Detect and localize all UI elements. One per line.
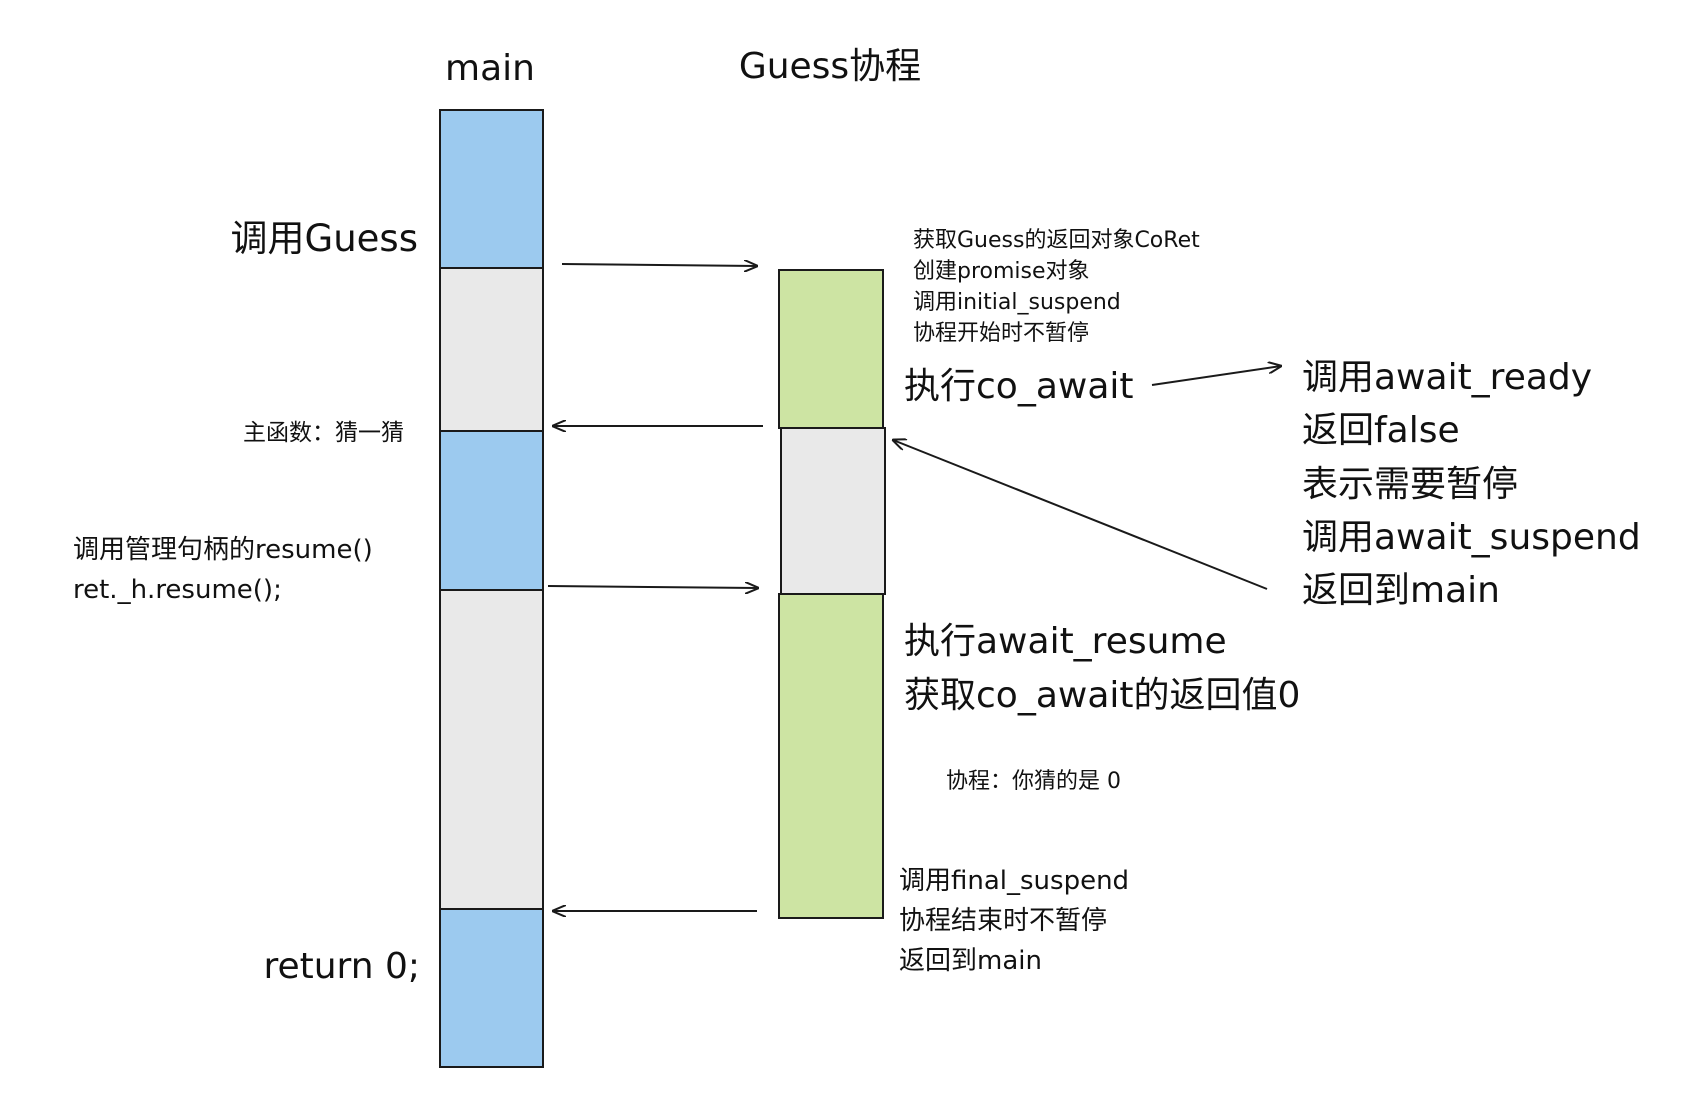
- label-create-2: 创建promise对象: [913, 259, 1090, 284]
- arrow-call-guess: [561, 264, 757, 266]
- arrow-resume: [547, 586, 758, 588]
- main-segment-3: [439, 430, 544, 591]
- label-resume-line2: ret._h.resume();: [73, 575, 282, 605]
- label-final-2: 协程结束时不暂停: [899, 906, 1107, 936]
- label-exec-resume-2: 获取co_await的返回值0: [904, 675, 1300, 716]
- label-main-guess: 主函数：猜一猜: [243, 420, 404, 446]
- label-await-step-1: 调用await_ready: [1302, 357, 1592, 398]
- label-call-guess: 调用Guess: [231, 217, 418, 260]
- main-segment-1: [439, 109, 544, 269]
- label-await-step-2: 返回false: [1302, 410, 1460, 451]
- label-await-step-5: 返回到main: [1302, 570, 1500, 611]
- coroutine-segment-1: [778, 269, 884, 429]
- main-segment-5: [439, 908, 544, 1068]
- label-exec-resume-1: 执行await_resume: [904, 621, 1227, 662]
- main-segment-2: [439, 267, 544, 432]
- arrow-to-await-steps: [1151, 366, 1281, 386]
- arrow-suspend-return: [893, 440, 1268, 590]
- main-column-title: main: [445, 48, 535, 89]
- label-create-3: 调用initial_suspend: [913, 290, 1121, 315]
- coroutine-segment-2: [780, 427, 886, 595]
- label-guessed: 协程：你猜的是 0: [946, 769, 1121, 794]
- label-resume-line1: 调用管理句柄的resume(): [73, 535, 373, 565]
- label-create-4: 协程开始时不暂停: [913, 321, 1089, 346]
- label-create-1: 获取Guess的返回对象CoRet: [913, 228, 1200, 253]
- main-segment-4: [439, 589, 544, 910]
- coroutine-segment-3: [778, 593, 884, 919]
- guess-column-title: Guess协程: [739, 46, 921, 87]
- label-exec-co-await: 执行co_await: [904, 366, 1134, 407]
- label-await-step-3: 表示需要暂停: [1302, 464, 1518, 505]
- label-return0: return 0;: [263, 946, 420, 987]
- label-final-1: 调用final_suspend: [899, 866, 1129, 896]
- label-final-3: 返回到main: [899, 946, 1042, 976]
- label-await-step-4: 调用await_suspend: [1302, 517, 1641, 558]
